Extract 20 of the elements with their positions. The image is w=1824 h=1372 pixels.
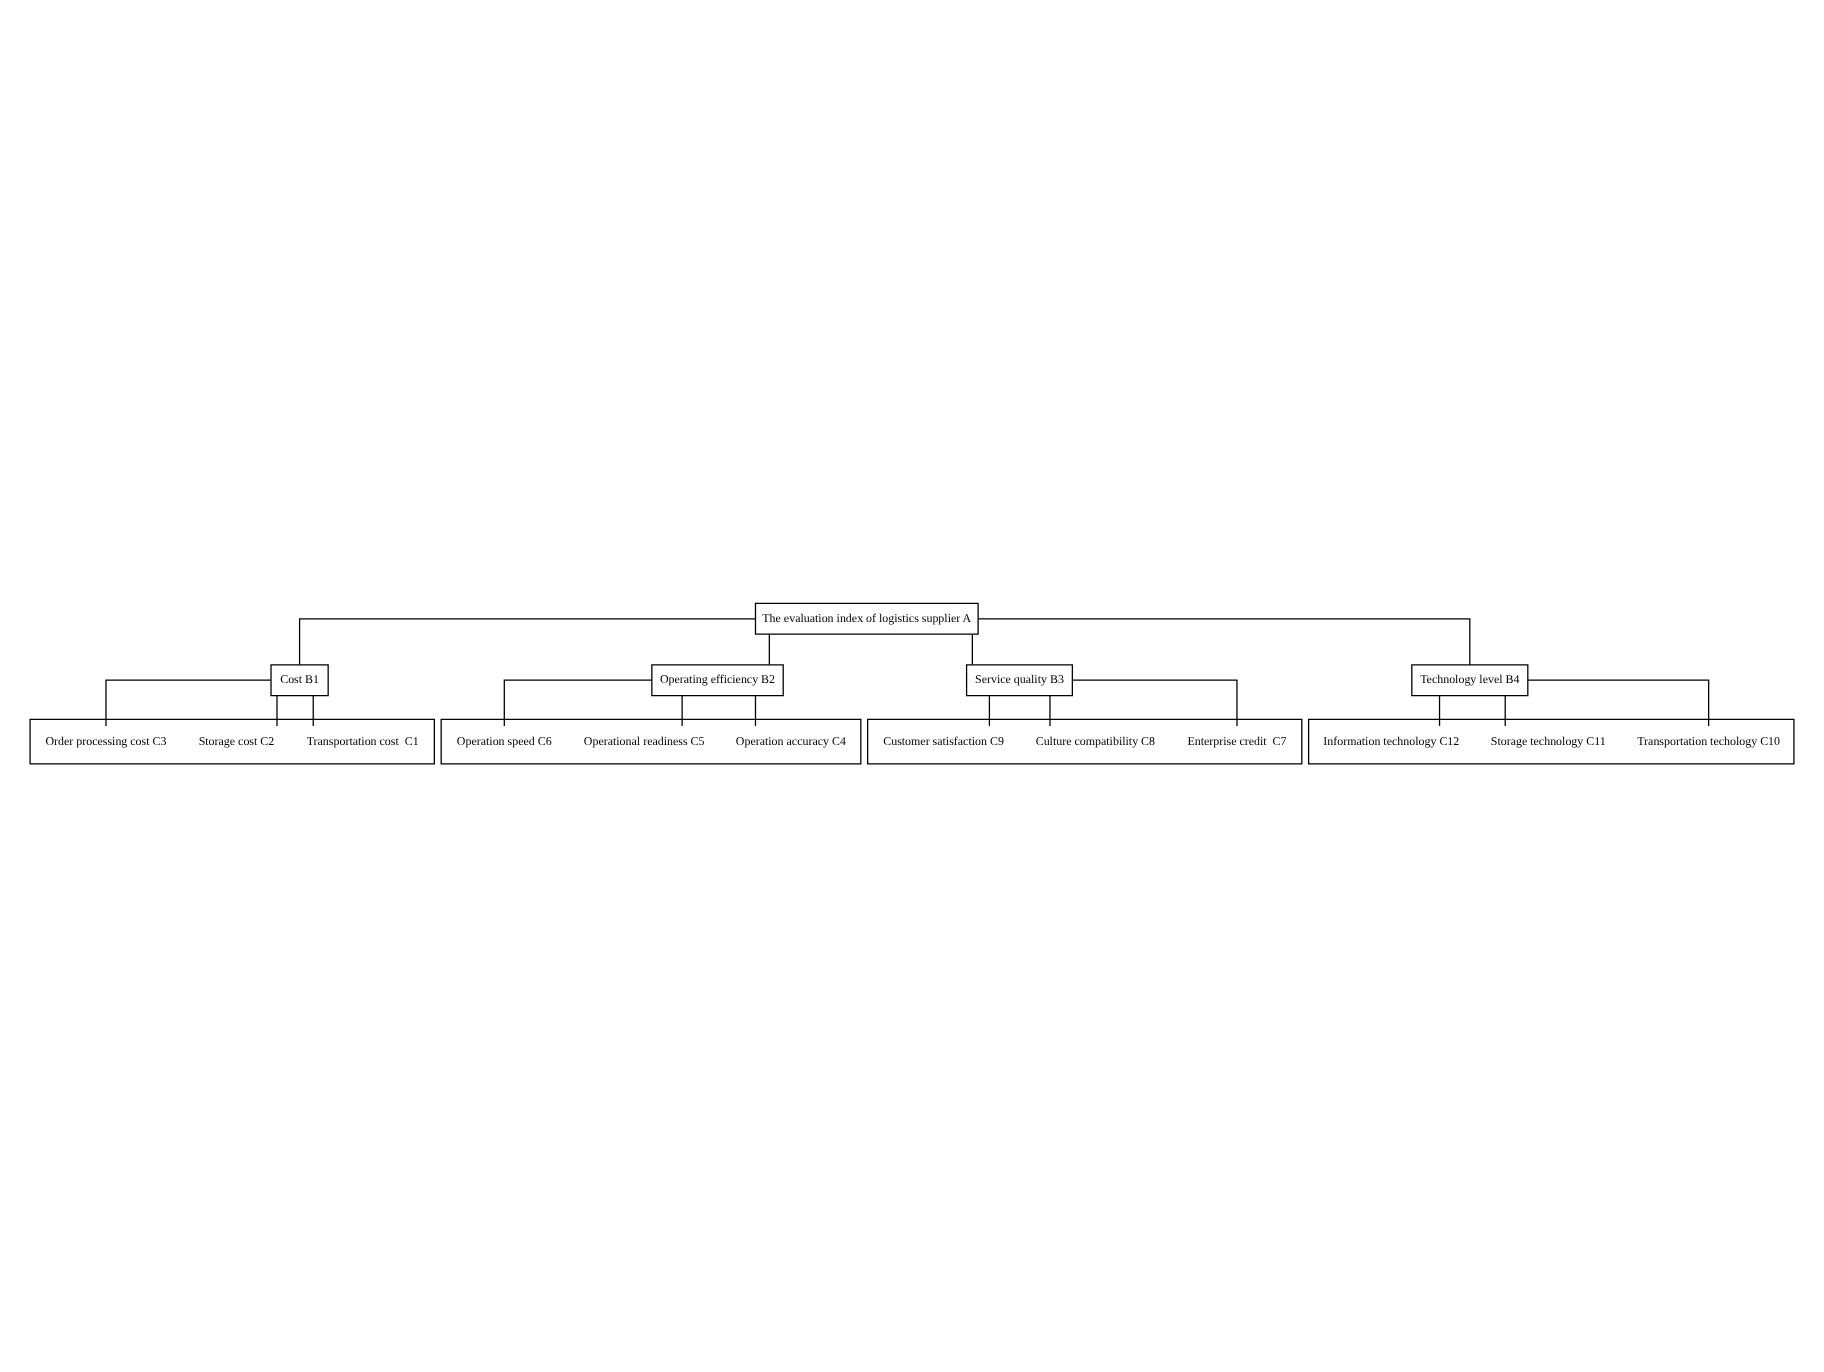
- connector: [105, 678, 272, 726]
- connector: [1071, 678, 1238, 726]
- connector: [971, 632, 973, 665]
- connector: [276, 694, 278, 726]
- cluster: [867, 717, 1303, 764]
- connector: [312, 694, 314, 726]
- connector: [1438, 694, 1441, 726]
- connector: [768, 632, 770, 665]
- connector: [503, 678, 653, 726]
- cluster: [1307, 717, 1795, 764]
- connector: [298, 617, 757, 665]
- connector: [1527, 678, 1710, 726]
- connector: [1504, 694, 1506, 726]
- connector: [754, 694, 757, 726]
- connector: [1049, 694, 1051, 726]
- cluster: [29, 717, 435, 764]
- connector: [977, 617, 1471, 665]
- cluster: [440, 717, 862, 764]
- connector: [681, 694, 683, 726]
- connector: [988, 694, 991, 726]
